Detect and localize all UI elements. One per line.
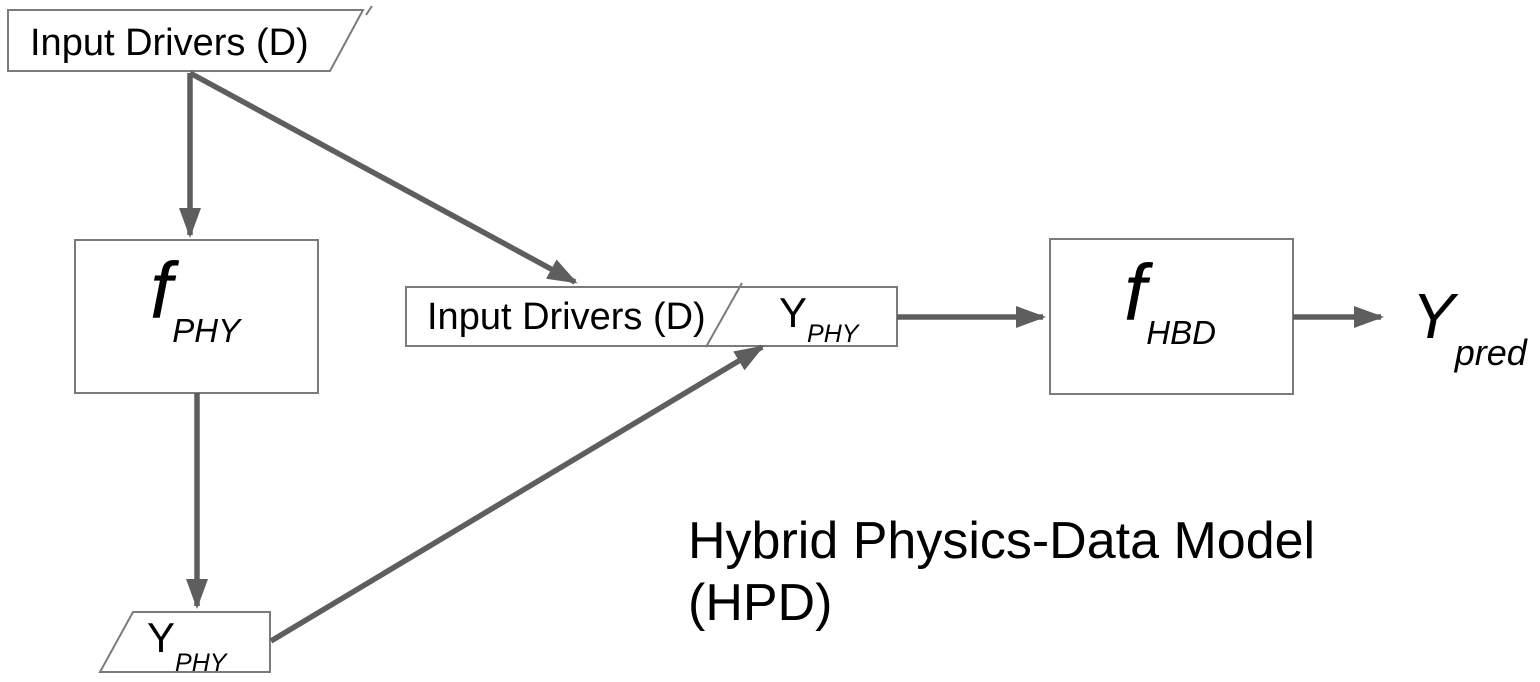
y-phy-main: Y: [147, 614, 175, 661]
diagram-title-line1: Hybrid Physics-Data Model: [688, 512, 1315, 570]
f-phy-sub: PHY: [172, 312, 242, 349]
y-phy-parallelogram: [98, 611, 271, 673]
y-phy-sub: PHY: [175, 649, 229, 677]
y-phy-label: YPHY: [147, 614, 229, 677]
combined-input-drivers-label: Input Drivers (D): [427, 296, 706, 338]
combined-y-phy-label: YPHY: [779, 289, 861, 348]
f-phy-box: [74, 239, 319, 394]
y-pred-main: Y: [1412, 280, 1459, 352]
y-pred-label: Ypred: [1412, 280, 1528, 373]
f-phy-label: fPHY: [150, 246, 242, 349]
combined-y-main: Y: [779, 289, 807, 336]
f-hbd-sub: HBD: [1146, 314, 1216, 351]
y-pred-sub: pred: [1454, 332, 1528, 373]
combined-y-sub: PHY: [807, 320, 861, 348]
input-drivers-label: Input Drivers (D): [30, 22, 309, 64]
diagram-title-line2: (HPD): [688, 574, 832, 632]
input-drivers-to-combined-arrow: [188, 70, 578, 285]
f-hbd-box: [1049, 238, 1294, 395]
combined-input-divider: [705, 282, 743, 348]
input-drivers-parallelogram: [7, 9, 365, 72]
y-phy-to-combined-arrow: [269, 344, 765, 644]
combined-input-box: [405, 286, 898, 347]
stray-mark: [365, 5, 373, 16]
